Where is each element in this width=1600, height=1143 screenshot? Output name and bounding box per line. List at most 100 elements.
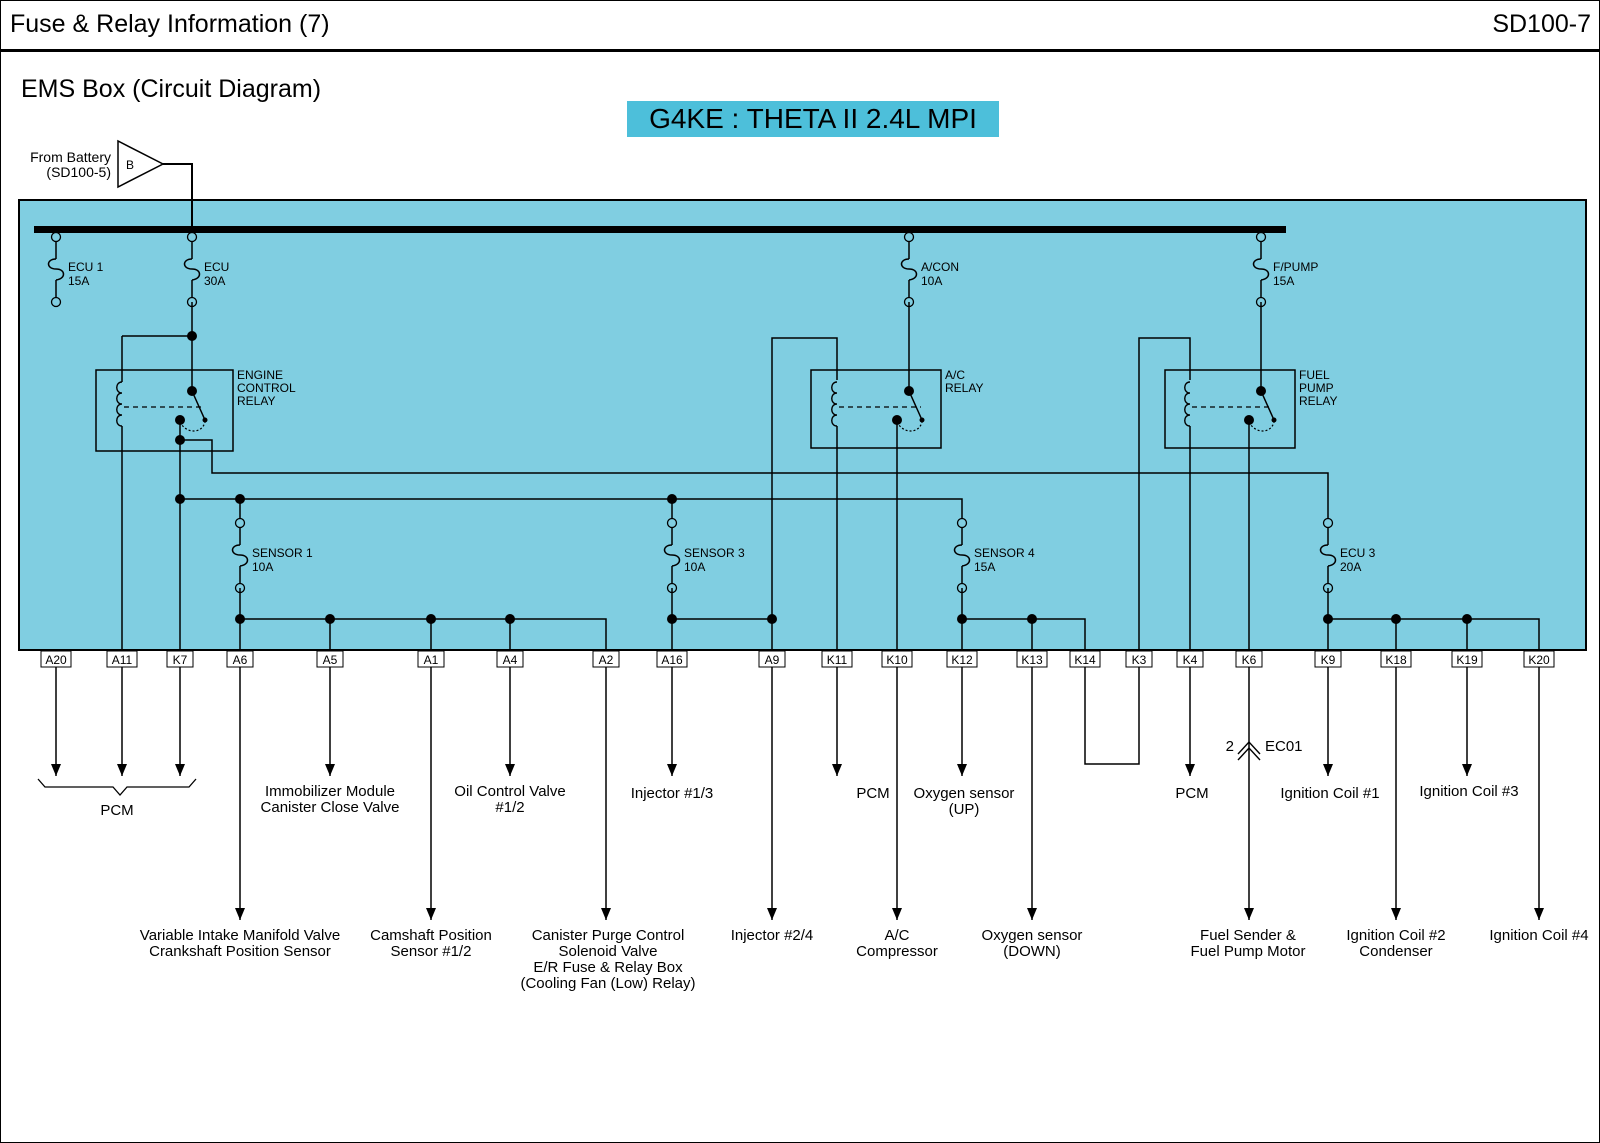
arrowhead bbox=[175, 764, 185, 776]
arrowhead bbox=[1244, 908, 1254, 920]
fuse-ecu bbox=[183, 231, 201, 308]
fuse-fpump bbox=[1252, 231, 1270, 308]
arrowhead bbox=[892, 908, 902, 920]
load-label: Compressor bbox=[856, 943, 938, 960]
arrowhead bbox=[832, 764, 842, 776]
load-label: Fuel Sender & bbox=[1200, 927, 1296, 944]
fuse-element bbox=[1319, 544, 1337, 567]
arrowhead bbox=[667, 764, 677, 776]
relay-contact-arc bbox=[896, 421, 923, 432]
battery-label: (SD100-5) bbox=[46, 164, 111, 180]
arrowhead bbox=[325, 764, 335, 776]
relay-label: RELAY bbox=[945, 381, 983, 395]
fuse-rating-label: 20A bbox=[1340, 560, 1361, 574]
relay-label: FUEL bbox=[1299, 368, 1330, 382]
fuse-terminal bbox=[1322, 517, 1334, 529]
fuse-name-label: SENSOR 3 bbox=[684, 546, 745, 560]
fuse-terminal bbox=[234, 517, 246, 529]
fuse-rating-label: 30A bbox=[204, 274, 225, 288]
fuse-name-label: ECU bbox=[204, 260, 229, 274]
relay-contact-arc bbox=[1248, 421, 1275, 432]
load-label: Oil Control Valve bbox=[454, 783, 565, 800]
terminal-label: A9 bbox=[765, 653, 780, 667]
fuse-name-label: SENSOR 4 bbox=[974, 546, 1035, 560]
bus-bar bbox=[34, 226, 1286, 233]
relay-switch-arm bbox=[908, 390, 923, 421]
terminal-label: K12 bbox=[951, 653, 973, 667]
relay-switch-arm bbox=[1260, 390, 1275, 421]
engine-label-badge: G4KE : THETA II 2.4L MPI bbox=[627, 101, 999, 137]
load-label: Oxygen sensor bbox=[982, 927, 1083, 944]
terminal-label: K9 bbox=[1321, 653, 1336, 667]
fuse-ecu3 bbox=[1319, 517, 1337, 594]
wire bbox=[1084, 667, 1140, 765]
terminal-label: K20 bbox=[1528, 653, 1550, 667]
load-label: Condenser bbox=[1359, 943, 1432, 960]
arrowhead bbox=[957, 764, 967, 776]
load-label: Immobilizer Module bbox=[265, 783, 395, 800]
arrowhead bbox=[1185, 764, 1195, 776]
load-label: Variable Intake Manifold Valve bbox=[140, 927, 340, 944]
battery-triangle bbox=[117, 139, 165, 189]
terminal-label: A6 bbox=[233, 653, 248, 667]
page-title: Fuse & Relay Information (7) bbox=[10, 10, 330, 38]
relay-label: CONTROL bbox=[237, 381, 296, 395]
load-label: Camshaft Position bbox=[370, 927, 492, 944]
fuse-sensor4 bbox=[953, 517, 971, 594]
relay-label: RELAY bbox=[1299, 394, 1337, 408]
ems-box bbox=[18, 199, 1587, 651]
load-label: (UP) bbox=[949, 801, 980, 818]
fuse-element bbox=[183, 258, 201, 281]
relay-label: RELAY bbox=[237, 394, 275, 408]
load-label: Ignition Coil #1 bbox=[1280, 785, 1379, 802]
terminal-label: K7 bbox=[173, 653, 188, 667]
load-label: (Cooling Fan (Low) Relay) bbox=[520, 975, 695, 992]
fuse-terminal bbox=[186, 231, 198, 243]
relay-contact bbox=[919, 417, 925, 423]
fuse-terminal bbox=[666, 517, 678, 529]
fuse-rating-label: 15A bbox=[1273, 274, 1294, 288]
load-label: Ignition Coil #4 bbox=[1489, 927, 1588, 944]
connector-chevron bbox=[1237, 740, 1261, 755]
terminal-label: A11 bbox=[112, 653, 133, 667]
terminal-label: A2 bbox=[599, 653, 614, 667]
load-label: #1/2 bbox=[495, 799, 524, 816]
load-label: A/C bbox=[884, 927, 909, 944]
page-code: SD100-7 bbox=[1492, 10, 1591, 38]
pcm-group-brace bbox=[37, 778, 197, 796]
relay-fuel bbox=[1164, 369, 1296, 449]
terminal-label: A20 bbox=[45, 653, 67, 667]
terminal-label: A4 bbox=[503, 653, 518, 667]
connector-name-label: EC01 bbox=[1265, 738, 1303, 755]
fuse-name-label: A/CON bbox=[921, 260, 959, 274]
wire bbox=[771, 337, 838, 655]
battery-feed-wire bbox=[163, 163, 193, 237]
arrowhead bbox=[505, 764, 515, 776]
terminal-label: K4 bbox=[1183, 653, 1198, 667]
fuse-terminal bbox=[50, 296, 62, 308]
load-label: Injector #2/4 bbox=[731, 927, 814, 944]
relay-label: A/C bbox=[945, 368, 965, 382]
relay-coil bbox=[1184, 381, 1191, 427]
arrowhead bbox=[767, 908, 777, 920]
fuse-terminal bbox=[1255, 231, 1267, 243]
relay-ac bbox=[810, 369, 942, 449]
connector-chevron bbox=[1237, 746, 1261, 761]
arrowhead bbox=[1323, 764, 1333, 776]
fuse-rating-label: 10A bbox=[252, 560, 273, 574]
arrowhead bbox=[426, 908, 436, 920]
relay-label: PUMP bbox=[1299, 381, 1334, 395]
wire bbox=[1138, 337, 1191, 655]
arrowhead bbox=[235, 908, 245, 920]
relay-contact bbox=[202, 417, 208, 423]
load-label: Ignition Coil #3 bbox=[1419, 783, 1518, 800]
fuse-element bbox=[231, 544, 249, 567]
load-label: Canister Close Valve bbox=[261, 799, 400, 816]
relay-switch-arm bbox=[191, 390, 206, 421]
wire bbox=[240, 618, 607, 655]
relay-engine bbox=[95, 369, 234, 452]
load-label: Injector #1/3 bbox=[631, 785, 714, 802]
terminal-label: K14 bbox=[1074, 653, 1096, 667]
arrowhead bbox=[1534, 908, 1544, 920]
terminal-label: K6 bbox=[1242, 653, 1257, 667]
